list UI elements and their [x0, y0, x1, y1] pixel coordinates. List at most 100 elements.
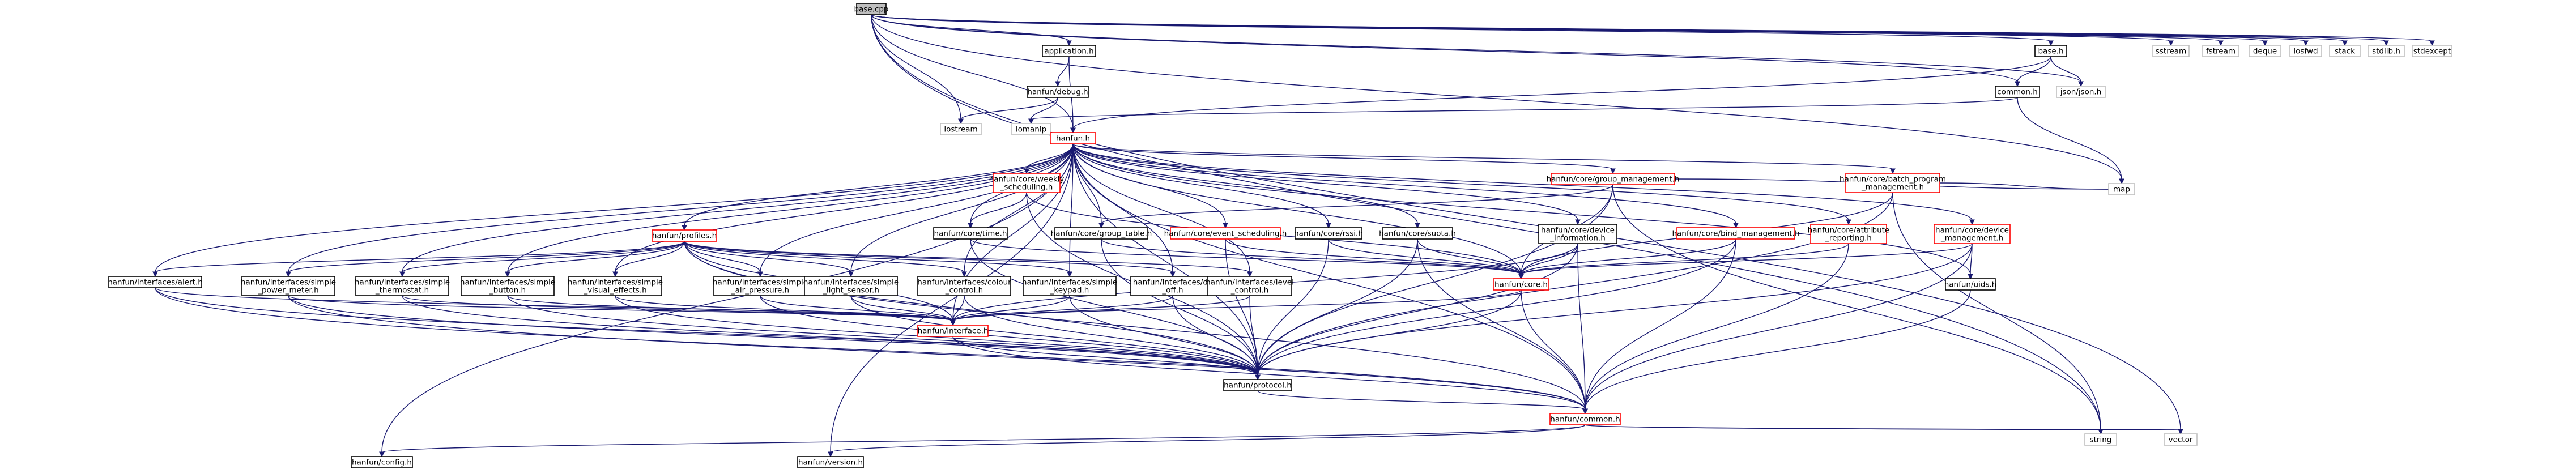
node-core_time_h[interactable]: hanfun/core/time.h: [933, 227, 1008, 240]
edge-hanfun_h-to-core_device_mgmt: [1072, 143, 1975, 225]
edge-core_group_mgmt-to-core_group_table: [1098, 184, 1613, 229]
node-core_event_sched[interactable]: hanfun/core/event_scheduling.h: [1164, 227, 1287, 240]
node-label: hanfun/interfaces/simple: [568, 278, 663, 287]
node-label: map: [2113, 185, 2130, 194]
node-hf_config_h[interactable]: hanfun/config.h: [351, 456, 413, 468]
node-box: [1054, 227, 1148, 240]
node-box: [1934, 224, 2011, 244]
node-if_level[interactable]: hanfun/interfaces/level_control.h: [1206, 276, 1294, 296]
edge-core_device_info-to-protocol_h: [1255, 243, 1578, 381]
node-hanfun_h[interactable]: hanfun.h: [1050, 132, 1096, 144]
node-json_json_h[interactable]: json/json.h: [2056, 86, 2106, 98]
edge-base_h-to-common_h: [2015, 56, 2051, 87]
edge-profiles_h-to-if_thermostat: [399, 241, 685, 278]
node-sstream[interactable]: sstream: [2152, 45, 2190, 57]
node-fstream[interactable]: fstream: [2202, 45, 2239, 57]
node-label: hanfun/interfaces/simple: [713, 278, 808, 287]
node-label: deque: [2253, 47, 2277, 56]
edge-core_batch-to-map: [1939, 182, 2109, 190]
node-interface_h[interactable]: hanfun/interface.h: [917, 325, 989, 337]
node-label: hanfun/core/group_table.h: [1051, 229, 1152, 238]
node-label: fstream: [2206, 47, 2236, 56]
edge-hanfun_h-to-profiles_h: [682, 143, 1074, 231]
node-stack[interactable]: stack: [2329, 45, 2361, 57]
node-label: hanfun/core/weekly: [989, 175, 1065, 184]
node-box: [2289, 45, 2322, 57]
node-label: hanfun/debug.h: [1027, 88, 1088, 97]
node-vector[interactable]: vector: [2164, 433, 2198, 446]
node-box: [1207, 276, 1292, 296]
node-hf_version_h[interactable]: hanfun/version.h: [797, 456, 864, 468]
node-uids_h[interactable]: hanfun/uids.h: [1944, 278, 1997, 291]
node-base_h[interactable]: base.h: [2034, 45, 2067, 57]
node-if_onoff[interactable]: hanfun/interfaces/on_off.h: [1130, 276, 1215, 296]
node-iosfwd[interactable]: iosfwd: [2289, 45, 2322, 57]
node-stdexcept[interactable]: stdexcept: [2412, 45, 2452, 57]
node-core_group_table[interactable]: hanfun/core/group_table.h: [1051, 227, 1152, 240]
edge-profiles_h-to-if_power_meter: [286, 241, 685, 278]
node-hanfun_debug_h[interactable]: hanfun/debug.h: [1027, 86, 1089, 98]
node-map[interactable]: map: [2108, 183, 2135, 195]
node-label: string: [2090, 436, 2112, 445]
edge-core_h-to-protocol_h: [1255, 289, 1522, 381]
node-if_power_meter[interactable]: hanfun/interfaces/simple_power_meter.h: [241, 276, 336, 296]
node-label: hanfun/protocol.h: [1224, 381, 1292, 390]
node-label: hanfun/core/batch_program: [1840, 175, 1946, 184]
node-label: json/json.h: [2060, 88, 2102, 97]
node-label: vector: [2169, 436, 2193, 445]
node-iostream[interactable]: iostream: [940, 123, 982, 135]
node-core_device_info[interactable]: hanfun/core/device_information.h: [1538, 224, 1617, 244]
node-box: [2056, 86, 2106, 98]
node-core_rssi[interactable]: hanfun/core/rssi.h: [1294, 227, 1363, 240]
node-box: [2368, 45, 2405, 57]
node-box: [1551, 173, 1675, 185]
edge-base_cpp-to-iostream: [871, 14, 964, 125]
edge-hanfun_h-to-uids_h: [1072, 143, 1973, 280]
edge-hanfun_h-to-if_thermostat: [399, 143, 1074, 278]
node-core_h[interactable]: hanfun/core.h: [1493, 278, 1549, 291]
edge-core_suota-to-protocol_h: [1255, 238, 1418, 381]
node-label: base.cpp: [854, 5, 888, 14]
node-core_device_mgmt[interactable]: hanfun/core/device_management.h: [1934, 224, 2011, 244]
node-core_batch[interactable]: hanfun/core/batch_program_management.h: [1840, 173, 1946, 193]
node-if_keypad[interactable]: hanfun/interfaces/simple_keypad.h: [1022, 276, 1117, 296]
node-stdlib_h[interactable]: stdlib.h: [2368, 45, 2405, 57]
node-if_thermostat[interactable]: hanfun/interfaces/simple_thermostat.h: [355, 276, 450, 296]
node-box: [1023, 276, 1117, 296]
node-protocol_h[interactable]: hanfun/protocol.h: [1223, 379, 1292, 391]
node-core_bind_mgmt[interactable]: hanfun/core/bind_management.h: [1672, 227, 1800, 240]
node-string[interactable]: string: [2084, 433, 2117, 446]
edge-hanfun_h-to-protocol_h: [1072, 143, 1261, 381]
node-box: [856, 3, 887, 15]
node-label: hanfun/core/suota.h: [1379, 229, 1456, 238]
node-core_suota[interactable]: hanfun/core/suota.h: [1379, 227, 1456, 240]
node-box: [1295, 227, 1362, 240]
edge-hanfun_h-to-core_group_table: [1072, 143, 1104, 229]
node-box: [1810, 224, 1887, 244]
node-core_weekly[interactable]: hanfun/core/weekly_scheduling.h: [989, 173, 1065, 193]
node-if_colour[interactable]: hanfun/interfaces/colour_control.h: [917, 276, 1011, 296]
node-base_cpp[interactable]: base.cpp: [854, 3, 889, 15]
node-profiles_h[interactable]: hanfun/profiles.h: [652, 229, 717, 242]
node-core_attr_reporting[interactable]: hanfun/core/attribute_reporting.h: [1808, 224, 1889, 244]
node-common_h[interactable]: common.h: [1995, 86, 2040, 98]
edge-hf_common_h-to-hf_version_h: [828, 424, 1586, 458]
node-box: [1130, 276, 1215, 296]
edge-hanfun_h-to-core_bind_mgmt: [1072, 143, 1739, 229]
node-deque[interactable]: deque: [2249, 45, 2281, 57]
edge-profiles_h-to-if_air_pressure: [684, 241, 763, 278]
node-application_h[interactable]: application.h: [1042, 45, 1096, 57]
node-box: [917, 276, 1011, 296]
node-if_visual[interactable]: hanfun/interfaces/simple_visual_effects.…: [568, 276, 663, 296]
node-label: _information.h: [1549, 234, 1606, 243]
node-box: [1223, 379, 1292, 391]
node-if_light_sensor[interactable]: hanfun/interfaces/simple_light_sensor.h: [803, 276, 899, 296]
node-core_group_mgmt[interactable]: hanfun/core/group_management.h: [1547, 173, 1680, 185]
node-hf_common_h[interactable]: hanfun/common.h: [1549, 413, 1621, 425]
node-if_button[interactable]: hanfun/interfaces/simple_button.h: [460, 276, 555, 296]
node-if_air_pressure[interactable]: hanfun/interfaces/simple_air_pressure.h: [713, 276, 808, 296]
node-iomanip[interactable]: iomanip: [1011, 123, 1051, 135]
node-label: _off.h: [1161, 286, 1183, 295]
node-if_alert[interactable]: hanfun/interfaces/alert.h: [108, 276, 203, 288]
